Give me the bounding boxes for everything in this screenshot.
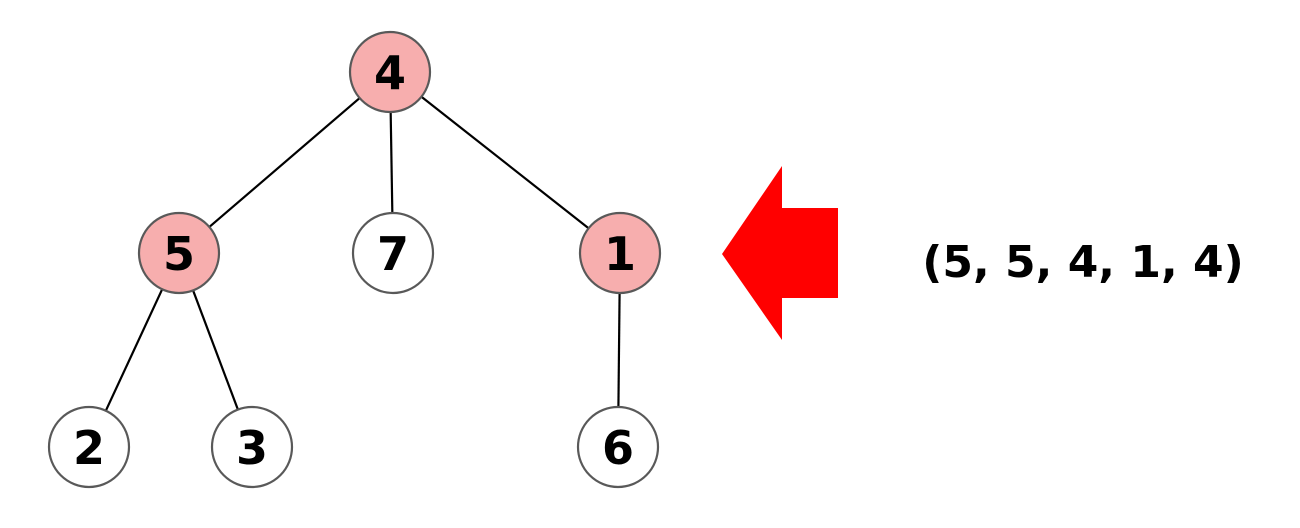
tree-edge — [420, 95, 590, 230]
tree-node-label: 4 — [374, 46, 406, 100]
left-arrow-icon — [722, 166, 838, 340]
tree-node-label: 3 — [236, 421, 268, 475]
tree-node-5: 5 — [137, 211, 221, 295]
tree-edge — [208, 97, 361, 228]
tree-node-label: 6 — [602, 421, 634, 475]
tree-node-circle — [348, 30, 432, 114]
tree-node-label: 1 — [604, 227, 636, 281]
tree-node-circle — [578, 211, 662, 295]
tree-edge — [617, 292, 621, 408]
tree-node-circle — [47, 405, 131, 489]
tree-nodes: 4 5 7 1 2 3 6 — [47, 30, 662, 489]
tree-node-7: 7 — [351, 211, 435, 295]
tree-node-6: 6 — [576, 405, 660, 489]
tree-node-circle — [351, 211, 435, 295]
tree-node-circle — [210, 405, 294, 489]
tree-node-circle — [137, 211, 221, 295]
tree-node-3: 3 — [210, 405, 294, 489]
tree-node-label: 2 — [73, 421, 105, 475]
tree-edge — [389, 111, 394, 214]
tree-edges — [104, 95, 621, 412]
tree-node-1: 1 — [578, 211, 662, 295]
tree-node-2: 2 — [47, 405, 131, 489]
tree-node-4: 4 — [348, 30, 432, 114]
tree-edge — [192, 290, 239, 410]
tree-node-label: 5 — [163, 227, 195, 281]
tree-node-label: 7 — [377, 227, 409, 281]
tree-edge — [104, 288, 164, 412]
tree-node-circle — [576, 405, 660, 489]
sequence-text: (5, 5, 4, 1, 4) — [922, 237, 1243, 288]
